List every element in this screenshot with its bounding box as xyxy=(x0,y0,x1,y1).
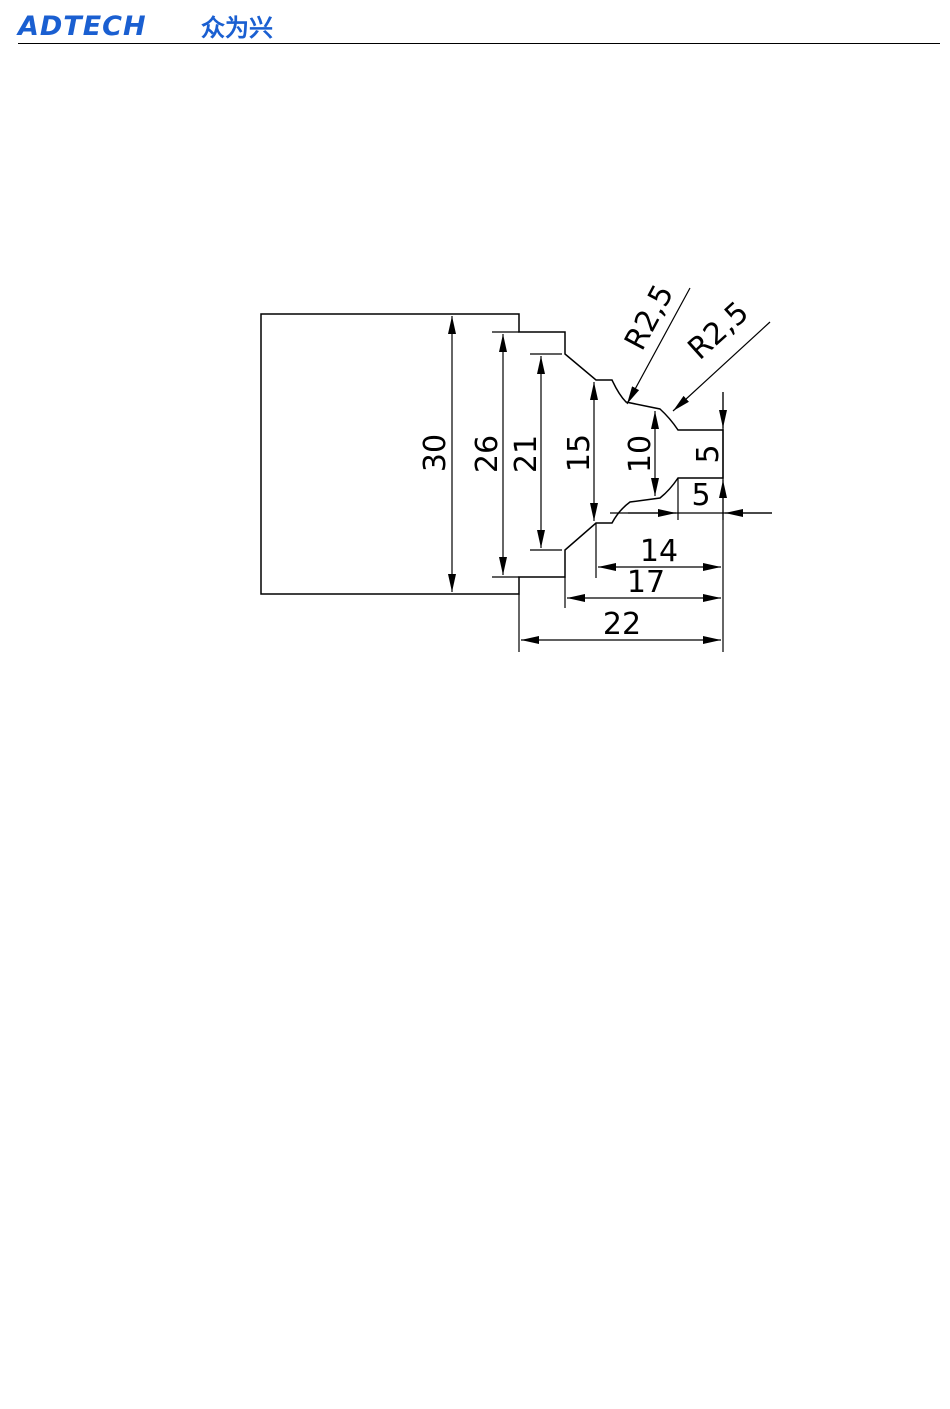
dim-label-22: 22 xyxy=(603,607,641,642)
header-rule xyxy=(18,43,940,44)
radius-label-2: R2,5 xyxy=(681,295,755,367)
dim-label-17: 17 xyxy=(627,565,665,600)
page-header: ADTECH 众为兴 xyxy=(18,10,940,46)
dim-label-26: 26 xyxy=(470,435,505,473)
dim-label-14: 14 xyxy=(640,534,678,569)
dim-label-5-vertical: 5 xyxy=(691,444,726,463)
brand-logo-chinese: 众为兴 xyxy=(201,13,273,43)
dim-label-10: 10 xyxy=(623,435,658,473)
dim-label-21: 21 xyxy=(509,435,544,473)
brand-logo: ADTECH xyxy=(18,12,147,42)
dim-label-30: 30 xyxy=(418,434,453,472)
dim-label-5-horizontal: 5 xyxy=(691,478,710,513)
extension-lines xyxy=(492,332,772,652)
part-drawing: 30 26 21 15 10 5 5 14 17 22 R2,5 R2,5 xyxy=(250,270,790,670)
radius-label-1: R2,5 xyxy=(618,279,681,356)
dim-label-15: 15 xyxy=(562,434,597,472)
